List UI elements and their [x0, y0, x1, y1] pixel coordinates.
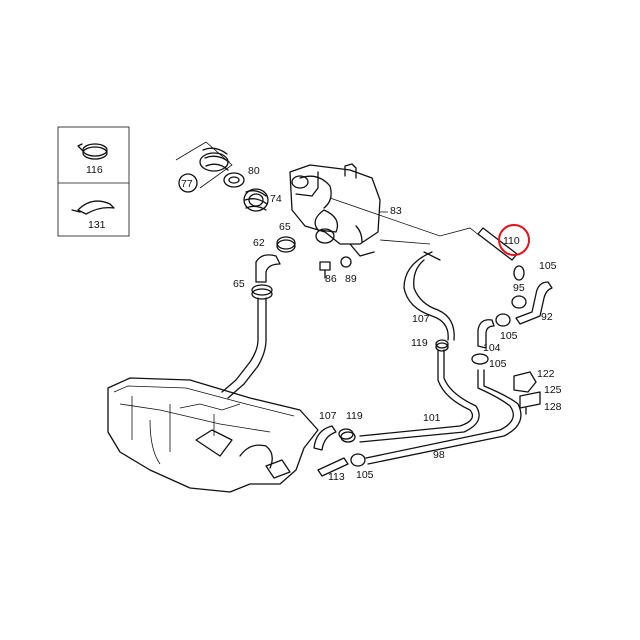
- part-65a-label: 65: [279, 221, 291, 233]
- part-105c-clamp: [471, 353, 489, 365]
- part-95-label: 95: [513, 282, 525, 294]
- part-92-hose: [515, 281, 553, 325]
- part-105a-clamp: [513, 265, 525, 281]
- part-89-washer: [340, 256, 352, 268]
- part-65b-label: 65: [233, 278, 245, 290]
- part-119b-clamp: [338, 428, 356, 443]
- part-86-label: 86: [325, 273, 337, 285]
- part-83-label: 83: [390, 205, 402, 217]
- part-95-clamp: [511, 295, 527, 309]
- hose-clamp-icon: [77, 143, 108, 160]
- part-119a-clamp: [435, 339, 449, 352]
- legend-131-label: 131: [88, 219, 106, 231]
- part-119b-label: 119: [346, 410, 363, 422]
- part-107b-hose: [313, 425, 337, 451]
- part-107a-label: 107: [412, 313, 430, 325]
- part-98-pipe: [365, 369, 522, 465]
- part-105c-label: 105: [489, 358, 507, 370]
- part-101-pipe: [359, 349, 480, 443]
- part-104-label: 104: [483, 342, 501, 354]
- legend-116-label: 116: [86, 164, 103, 176]
- part-110-highlight: 110: [498, 224, 530, 256]
- part-104-hose: [477, 319, 495, 349]
- part-105d-clamp: [350, 453, 366, 467]
- fuel-pipe-upper: [221, 297, 267, 399]
- part-65b-clamp: [251, 284, 273, 300]
- part-107a-hose: [403, 251, 455, 341]
- part-62-elbow-hose: [255, 254, 281, 283]
- part-105d-label: 105: [356, 469, 374, 481]
- part-113-label: 113: [328, 471, 345, 483]
- part-119a-label: 119: [411, 337, 428, 349]
- part-80-label: 80: [248, 165, 260, 177]
- part-86-bolt: [319, 261, 331, 279]
- cable-tie-icon: [71, 200, 115, 215]
- part-128-label: 128: [544, 401, 562, 413]
- part-92-label: 92: [541, 311, 553, 323]
- part-98-label: 98: [433, 449, 445, 461]
- part-110-label: 110: [503, 235, 520, 247]
- part-77-group: 77 80 74: [175, 141, 282, 212]
- part-65a-clamp: [276, 236, 296, 253]
- part-122-label: 122: [537, 368, 555, 380]
- legend-box: 116 131: [57, 126, 130, 237]
- part-113-hose: [317, 457, 349, 477]
- part-105b-label: 105: [500, 330, 518, 342]
- part-101-label: 101: [423, 412, 441, 424]
- part-62-label: 62: [253, 237, 265, 249]
- part-74-label: 74: [270, 193, 282, 205]
- part-105b-clamp: [495, 313, 511, 327]
- part-122-bracket: [513, 371, 541, 415]
- part-83-reservoir: 83: [289, 163, 481, 257]
- part-107b-label: 107: [319, 410, 337, 422]
- part-89-label: 89: [345, 273, 357, 285]
- part-125-label: 125: [544, 384, 562, 396]
- part-105a-label: 105: [539, 260, 557, 272]
- fuel-tank: [107, 377, 319, 493]
- part-77-label: 77: [181, 178, 193, 190]
